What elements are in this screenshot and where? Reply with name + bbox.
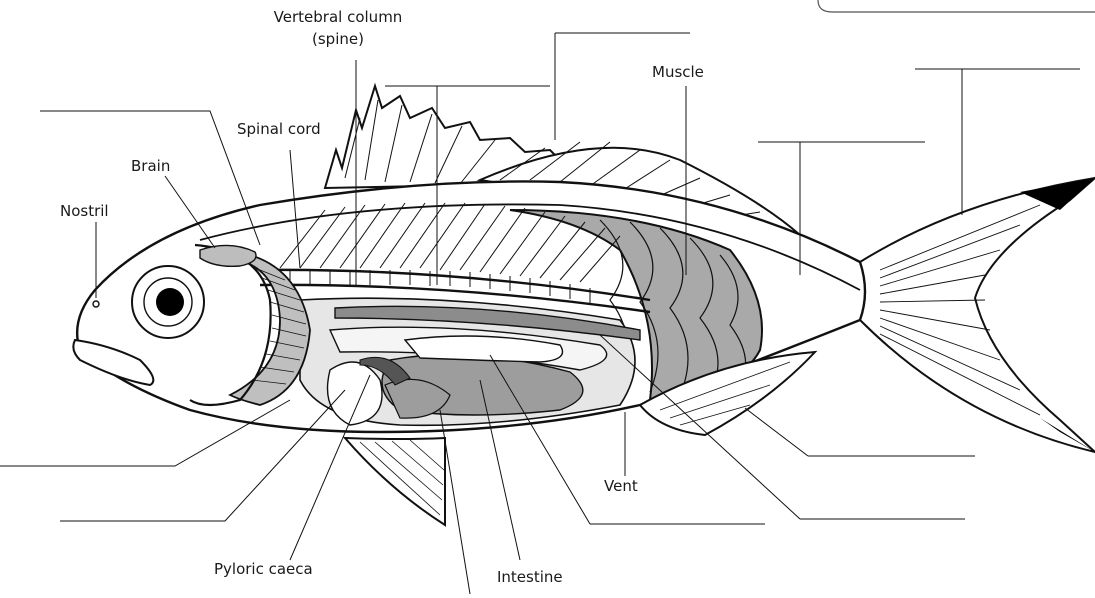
label-vertebral-column: Vertebral column — [248, 8, 428, 26]
label-intestine: Intestine — [497, 568, 563, 586]
eye-pupil — [156, 288, 184, 316]
nostril — [93, 301, 99, 307]
pelvic-fin — [345, 438, 445, 525]
corner-frame — [818, 0, 1095, 12]
label-brain: Brain — [131, 157, 170, 175]
label-nostril: Nostril — [60, 202, 109, 220]
label-muscle: Muscle — [652, 63, 704, 81]
label-pyloric-caeca: Pyloric caeca — [214, 560, 313, 578]
pointer-dorsal-fin — [555, 33, 690, 140]
label-vertebral-column-spine: (spine) — [248, 30, 428, 48]
label-vent: Vent — [604, 477, 638, 495]
caudal-fin — [860, 178, 1095, 452]
pointer-anal-fin — [745, 408, 975, 456]
label-spinal-cord: Spinal cord — [237, 120, 321, 138]
